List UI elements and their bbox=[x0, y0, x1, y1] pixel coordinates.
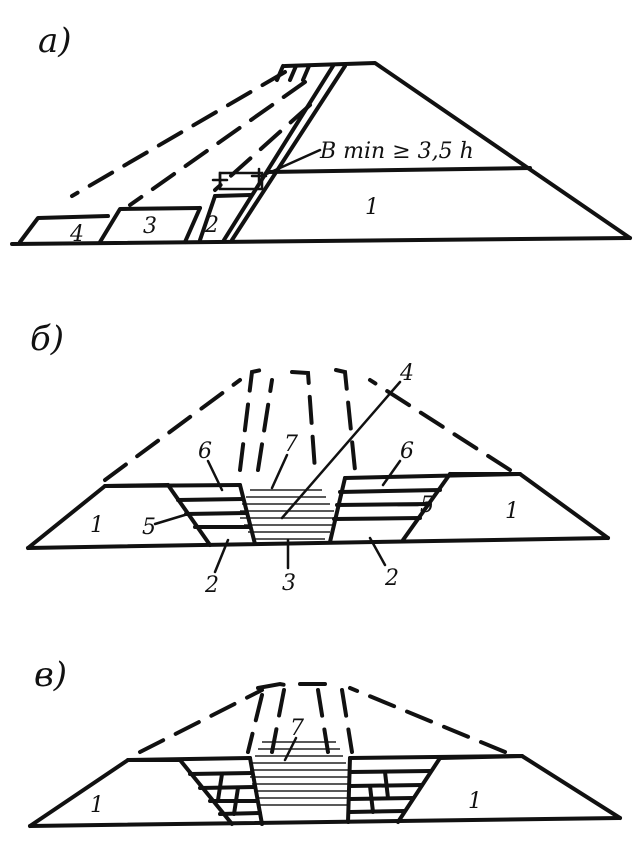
panel-a-zone-boundary bbox=[230, 64, 347, 242]
panel-c-left-filter-tick bbox=[232, 786, 240, 816]
panel-b-dashed-core bbox=[238, 366, 272, 472]
panel-b-dashed-core bbox=[290, 370, 317, 472]
panel-c-top-right bbox=[348, 754, 524, 760]
panel-a-zone-boundary bbox=[222, 64, 335, 242]
panel-b-label-6-right: 6 bbox=[400, 439, 414, 464]
panel-b-leader-6-right bbox=[381, 459, 402, 487]
panel-a-zone-3-edge bbox=[98, 206, 202, 244]
panel-b-top-left bbox=[103, 483, 242, 488]
panel-b-label-6-left: 6 bbox=[198, 439, 212, 464]
panel-c-dashed-core bbox=[270, 688, 286, 754]
panel-c-right-filter-line bbox=[348, 809, 406, 814]
panel-a-base-line bbox=[10, 236, 632, 246]
panel-b-dashed-core bbox=[256, 378, 274, 472]
panel-c-dashed-core bbox=[246, 693, 264, 754]
panel-a-zone-3-edge bbox=[183, 206, 202, 244]
panel-a-zone-3-label: 3 bbox=[143, 214, 157, 239]
panel-c-left-outline bbox=[28, 758, 182, 828]
panel-c-base-line bbox=[28, 816, 622, 828]
panel-c-right-outline bbox=[438, 754, 622, 820]
panel-c-label-7: 7 bbox=[290, 716, 304, 741]
panel-a-annotation: B min ≥ 3,5 h bbox=[319, 139, 474, 164]
panel-c-dashed-crest bbox=[256, 681, 292, 690]
panel-b-label-7: 7 bbox=[284, 432, 298, 457]
panel-a-letter: а) bbox=[38, 21, 72, 61]
panel-b-label-5-left: 5 bbox=[142, 515, 156, 540]
panel-b-leader-5-left bbox=[153, 512, 190, 526]
panel-b-label-1-left: 1 bbox=[90, 513, 104, 538]
panel-a-berm-line bbox=[213, 193, 252, 198]
panel-b-label-4: 4 bbox=[399, 361, 414, 386]
panel-b-dashed-slope bbox=[368, 378, 512, 472]
panel-b-leader-4 bbox=[280, 380, 402, 520]
panel-a-crest-mark bbox=[301, 64, 311, 82]
panel-a-dashed-slope bbox=[213, 103, 312, 192]
panel-b-right-filter-edge bbox=[401, 472, 452, 542]
panel-c-left-filter-line bbox=[198, 785, 256, 790]
panel-b: б) bbox=[26, 319, 610, 598]
panel-a-crest-mark bbox=[288, 64, 298, 82]
panel-a-zone-4-label: 4 bbox=[69, 222, 84, 247]
panel-b-core-hatching bbox=[240, 489, 336, 540]
panel-b-leader-7 bbox=[270, 453, 289, 490]
panel-c-label-1-left: 1 bbox=[90, 793, 104, 818]
panel-a-zone-4-edge bbox=[18, 214, 110, 244]
panel-c-letter: в) bbox=[34, 655, 67, 695]
panel-b-left-filter-line bbox=[184, 511, 248, 516]
panel-b-dashed-core bbox=[334, 368, 357, 472]
panel-c-dashed-core bbox=[316, 688, 330, 754]
panel-c-top-left bbox=[126, 756, 252, 762]
panel-c: в) bbox=[28, 655, 622, 828]
panel-c-label-1-right: 1 bbox=[468, 789, 482, 814]
panel-c-leader-7 bbox=[283, 736, 298, 762]
panel-a-embankment-outline bbox=[283, 61, 632, 240]
panel-c-right-filter-tick bbox=[383, 770, 390, 800]
panel-c-core-hatching bbox=[250, 741, 350, 806]
panel-b-leader-6-left bbox=[206, 459, 224, 492]
panel-b-right-filter-edge bbox=[328, 476, 347, 544]
panel-a-zone-2-edge bbox=[198, 194, 217, 242]
panel-a-berm-line bbox=[266, 166, 532, 174]
panel-c-left-filter-tick bbox=[216, 772, 224, 802]
panel-b-label-1-right: 1 bbox=[505, 499, 519, 524]
panel-c-right-filter-line bbox=[348, 769, 432, 774]
panel-a-leader-line bbox=[260, 148, 322, 178]
panel-b-label-2-right: 2 bbox=[384, 566, 399, 591]
panel-c-dashed-slope bbox=[138, 688, 264, 754]
panel-b-letter: б) bbox=[30, 319, 64, 359]
panel-c-right-filter-tick bbox=[368, 784, 375, 814]
panel-b-label-3: 3 bbox=[282, 571, 296, 596]
panel-c-right-filter-line bbox=[348, 796, 415, 801]
panel-c-dashed-core bbox=[340, 688, 354, 754]
panel-c-dashed-slope bbox=[348, 686, 507, 754]
panel-b-left-filter-edge bbox=[238, 483, 257, 546]
panel-b-right-outline bbox=[448, 472, 610, 540]
panel-a-dashed-slope bbox=[128, 80, 307, 207]
panel-b-base-line bbox=[26, 536, 610, 550]
panel-b-dashed-slope bbox=[103, 378, 242, 482]
panel-b-label-5-right: 5 bbox=[420, 493, 434, 518]
panel-b-right-filter-line bbox=[338, 488, 442, 494]
panel-b-label-2-left: 2 bbox=[204, 573, 219, 598]
panel-c-left-filter-line bbox=[218, 811, 262, 816]
panel-a: а) B min ≥ 3,5 h 1 2 3 bbox=[10, 21, 632, 247]
panel-a-dashed-slope bbox=[70, 70, 287, 198]
panel-a-zone-2-label: 2 bbox=[204, 213, 219, 238]
panel-b-top-right bbox=[343, 472, 522, 480]
panel-a-zone-1-label: 1 bbox=[365, 195, 379, 220]
panel-b-leader-2-left bbox=[213, 538, 230, 574]
panel-b-leader-2-right bbox=[368, 536, 387, 567]
panel-b-right-filter-line bbox=[332, 516, 422, 521]
panel-b-left-filter-line bbox=[176, 497, 245, 502]
